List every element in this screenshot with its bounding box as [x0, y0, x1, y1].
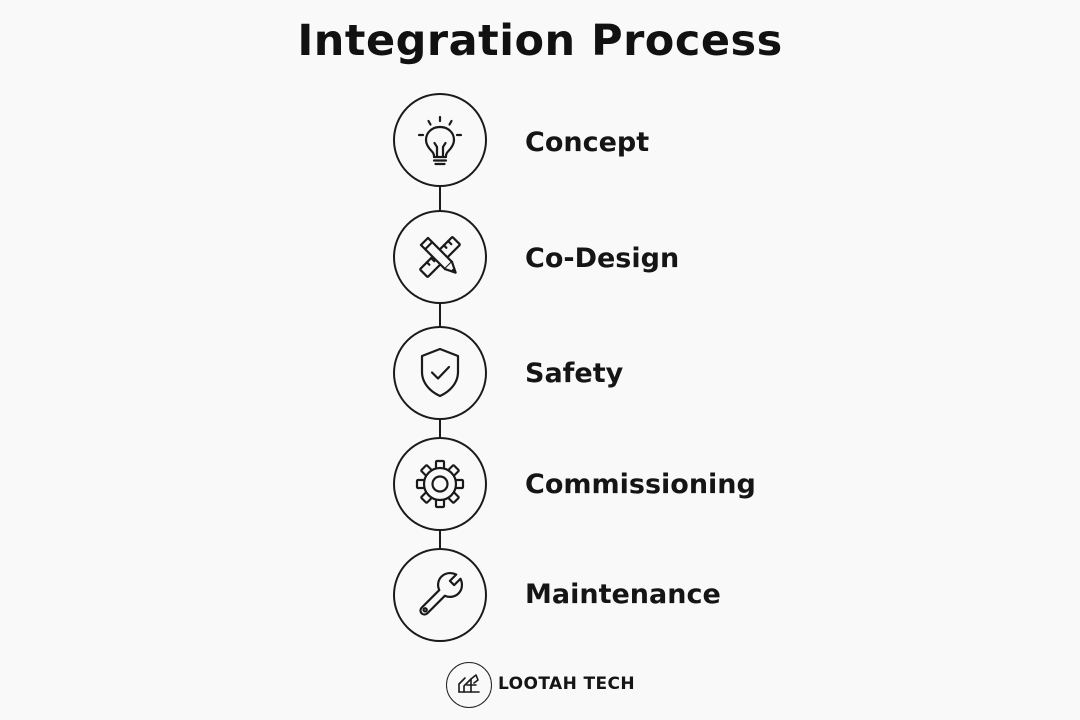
lootah-logo-icon — [446, 662, 492, 708]
step-co-design-label: Co-Design — [525, 243, 680, 274]
step-commissioning-label: Commissioning — [525, 469, 756, 500]
shield-check-icon — [420, 347, 460, 398]
step-concept-label: Concept — [525, 127, 650, 158]
connector-line — [439, 530, 441, 548]
gear-icon — [415, 459, 465, 509]
step-safety-circle — [393, 326, 487, 420]
lightbulb-icon — [417, 115, 463, 166]
step-safety-label: Safety — [525, 358, 624, 389]
brand-name: LOOTAH TECH — [498, 674, 636, 694]
page-title: Integration Process — [297, 16, 783, 66]
connector-line — [439, 187, 441, 210]
step-maintenance-circle — [393, 548, 487, 642]
step-commissioning-circle — [393, 437, 487, 531]
connector-line — [439, 303, 441, 326]
step-maintenance-label: Maintenance — [525, 579, 721, 610]
step-co-design-circle — [393, 210, 487, 304]
ruler-pencil-icon — [419, 236, 461, 278]
connector-line — [439, 419, 441, 437]
step-concept-circle — [393, 93, 487, 187]
wrench-icon — [419, 571, 464, 616]
